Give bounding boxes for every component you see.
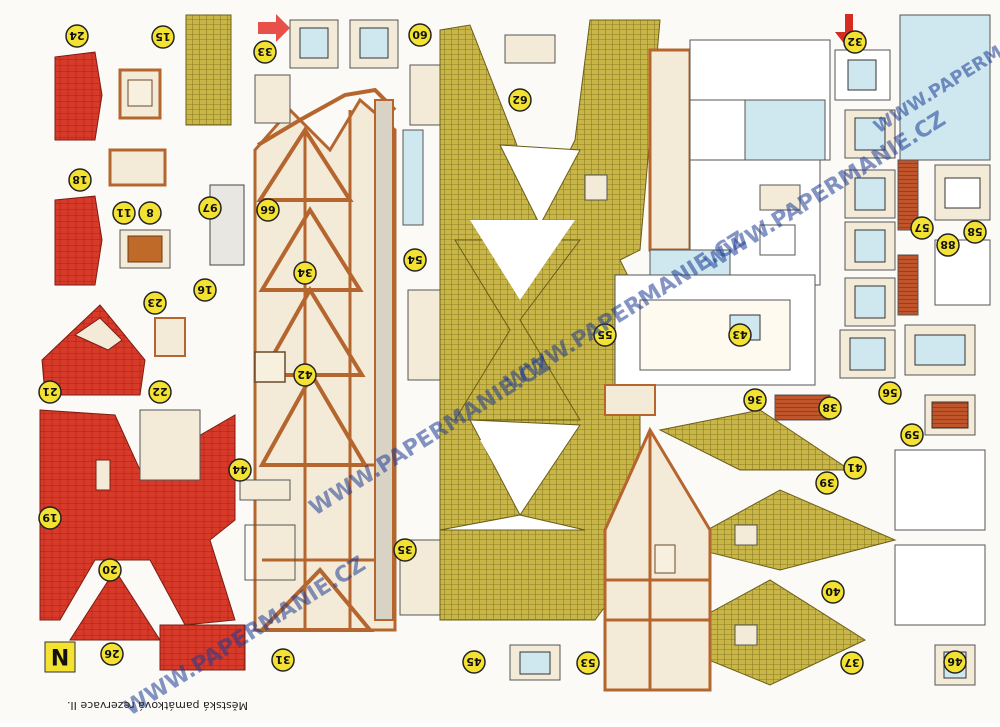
part-number-badge: 20 bbox=[98, 558, 122, 582]
part-number: 56 bbox=[882, 386, 898, 399]
part-number: 16 bbox=[197, 283, 213, 296]
part-number-badge: 41 bbox=[843, 456, 867, 480]
part-number-badge: 26 bbox=[100, 642, 124, 666]
part-number: 45 bbox=[466, 655, 481, 668]
part-number-badge: 97 bbox=[198, 196, 222, 220]
part-number-badge: 44 bbox=[228, 458, 252, 482]
part-number-badge: 56 bbox=[878, 381, 902, 405]
part-number: 53 bbox=[580, 656, 595, 669]
part-number: 58 bbox=[967, 225, 982, 238]
part-number-badge: 37 bbox=[840, 651, 864, 675]
part-number-badge: 66 bbox=[256, 198, 280, 222]
part-number-badge: 32 bbox=[843, 30, 867, 54]
part-number: 24 bbox=[69, 29, 85, 42]
part-number: 34 bbox=[297, 266, 313, 279]
part-number: 21 bbox=[42, 385, 57, 398]
part-number-badge: 39 bbox=[815, 471, 839, 495]
part-number: 57 bbox=[914, 221, 929, 234]
part-number-badge: 35 bbox=[393, 538, 417, 562]
part-number-badge: 60 bbox=[408, 23, 432, 47]
part-number-badge: 88 bbox=[936, 233, 960, 257]
part-number: 66 bbox=[260, 203, 276, 216]
part-number: 88 bbox=[940, 238, 955, 251]
part-number: 18 bbox=[72, 173, 87, 186]
part-number: 19 bbox=[42, 511, 57, 524]
part-number: 31 bbox=[275, 653, 290, 666]
part-number-badge: 19 bbox=[38, 506, 62, 530]
part-number-badge: 53 bbox=[576, 651, 600, 675]
part-number-badge: 11 bbox=[112, 201, 136, 225]
part-number: 32 bbox=[847, 35, 862, 48]
part-number-badge: 33 bbox=[253, 40, 277, 64]
part-number-badge: 16 bbox=[193, 278, 217, 302]
sheet-letter: N bbox=[51, 643, 69, 668]
part-number-badge: 8 bbox=[138, 201, 162, 225]
part-number: 37 bbox=[844, 656, 859, 669]
part-number-badge: 58 bbox=[963, 220, 987, 244]
part-number: 43 bbox=[732, 328, 747, 341]
part-number-badge: 31 bbox=[271, 648, 295, 672]
part-number: 44 bbox=[232, 463, 248, 476]
part-number: 22 bbox=[152, 385, 167, 398]
part-number-badge: 38 bbox=[818, 396, 842, 420]
part-number-badge: 34 bbox=[293, 261, 317, 285]
part-number-badge: 40 bbox=[821, 580, 845, 604]
part-number-badge: 54 bbox=[403, 248, 427, 272]
part-number: 59 bbox=[904, 428, 919, 441]
part-badges: 15 24 18 11 8 97 23 16 21 22 19 20 26 44 33 66 34 42 60 35 5… bbox=[38, 23, 987, 675]
part-number: 46 bbox=[947, 655, 963, 668]
part-number-badge: 23 bbox=[143, 291, 167, 315]
part-number: 39 bbox=[819, 476, 834, 489]
part-number: 36 bbox=[747, 393, 763, 406]
part-number: 23 bbox=[147, 296, 162, 309]
part-number: 15 bbox=[155, 30, 170, 43]
part-number-badge: 46 bbox=[943, 650, 967, 674]
part-number-badge: 62 bbox=[508, 88, 532, 112]
part-number: 62 bbox=[512, 93, 527, 106]
part-number-badge: 42 bbox=[293, 363, 317, 387]
part-number-badge: 55 bbox=[593, 323, 617, 347]
part-number-badge: 57 bbox=[910, 216, 934, 240]
part-number-badge: 59 bbox=[900, 423, 924, 447]
part-number: 40 bbox=[825, 585, 841, 598]
part-number: 42 bbox=[297, 368, 312, 381]
part-number: 54 bbox=[407, 253, 423, 266]
part-number: 60 bbox=[412, 28, 428, 41]
part-number: 33 bbox=[257, 45, 272, 58]
part-number: 55 bbox=[597, 328, 612, 341]
part-number: 97 bbox=[202, 201, 217, 214]
part-number: 11 bbox=[116, 206, 131, 219]
part-number-badge: 21 bbox=[38, 380, 62, 404]
part-number-badge: 24 bbox=[65, 24, 89, 48]
part-number: 38 bbox=[822, 401, 837, 414]
part-number: 20 bbox=[102, 563, 118, 576]
part-number-badge: 15 bbox=[151, 25, 175, 49]
part-number-badge: 36 bbox=[743, 388, 767, 412]
part-number: 8 bbox=[146, 206, 154, 219]
part-number-badge: 18 bbox=[68, 168, 92, 192]
part-number: 41 bbox=[847, 461, 862, 474]
part-number: 26 bbox=[104, 647, 120, 660]
part-number-badge: 43 bbox=[728, 323, 752, 347]
part-number-badge: 45 bbox=[462, 650, 486, 674]
sheet-caption: Městská památková rezervace II. bbox=[66, 699, 248, 712]
part-number-badge: 22 bbox=[148, 380, 172, 404]
part-number: 35 bbox=[397, 543, 412, 556]
